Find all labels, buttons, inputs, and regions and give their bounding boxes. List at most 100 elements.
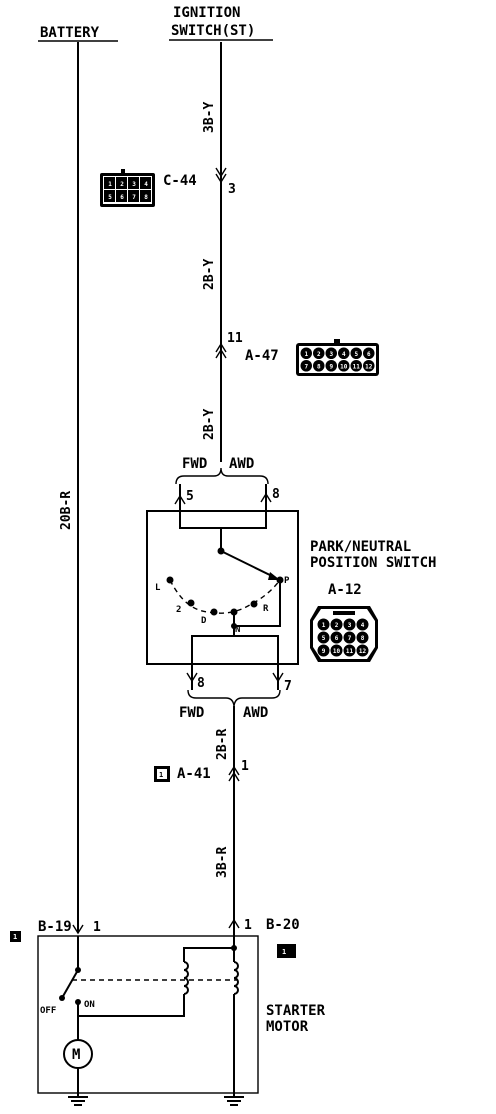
position-r: R [263,604,269,614]
a12-label: A-12 [328,582,362,598]
b19-terminal [72,924,84,935]
b19-connector-icon [10,931,21,942]
position-n: N [235,625,240,635]
a47-pin-cell [350,360,362,372]
a47-pin-cell [338,347,350,359]
b20-pin: 1 [244,918,252,933]
park-neutral-switch-box [146,510,299,665]
a47-terminal [215,342,227,359]
a12-pin-number: 5 [322,635,326,642]
top-fwd-label: FWD [182,456,207,472]
b20-label: B-20 [266,917,300,933]
c44-pin-number: 4 [144,181,148,188]
a12-pin-cell [356,644,369,657]
a41-connector-icon: 1 [154,766,170,782]
hold-coil [183,961,189,995]
a12-pin-number: 1 [322,622,326,629]
off-label: OFF [40,1006,56,1016]
switch-top-pin-fwd: 5 [186,489,194,504]
a47-pin-cell [363,347,375,359]
position-l: L [155,583,161,593]
ground-icon-coil [224,1092,244,1106]
c44-pin-number: 6 [120,194,124,201]
a12-pin-cell [330,631,343,644]
switch-title-line1: PARK/NEUTRAL [310,539,411,555]
on-label: ON [84,1000,95,1010]
a12-pin-number: 10 [333,648,341,655]
c44-pin-number: 7 [132,194,136,201]
b19-pin: 1 [93,920,101,935]
a47-pin-cell [325,347,337,359]
a47-pin-number: 3 [329,351,333,358]
a12-pin-number: 9 [322,648,326,655]
a12-pin-number: 8 [361,635,365,642]
a12-pin-number: 2 [335,622,339,629]
a12-pin-cell [317,644,330,657]
starter-label-line2: MOTOR [266,1019,309,1035]
c44-pin-cell [104,190,115,202]
bottom-fwd-label: FWD [179,705,204,721]
a47-pin-cell [313,347,325,359]
switch-pin-8-bottom-terminal [186,672,198,683]
a41-pin: 1 [241,759,249,774]
c44-pin-number: 5 [108,194,112,201]
ignition-label-line1: IGNITION [173,5,240,21]
a47-label: A-47 [245,348,279,364]
ground-icon-motor [68,1092,88,1106]
a12-pin-cell [330,644,343,657]
solenoid-contact [61,969,79,999]
a47-pin-cell [350,347,362,359]
bottom-brace [187,689,281,707]
a47-pin-number: 5 [354,351,358,358]
c44-pin-cell [140,190,151,202]
a47-pin-cell [300,347,312,359]
a12-pin-cell [356,631,369,644]
starter-motor-box [37,935,259,1094]
a47-pin-cell [313,360,325,372]
a12-pin-number: 7 [348,635,352,642]
position-d: D [201,616,207,626]
a12-pin-number: 11 [346,648,354,655]
b20-connector-icon [277,944,296,958]
a47-pin-cell [300,360,312,372]
starter-wire-label: 3B-R [215,847,230,878]
a12-pin-cell [317,618,330,631]
switch-bottom-pin-awd: 7 [284,679,292,694]
b20-terminal [228,918,240,929]
svg-text:1: 1 [282,948,286,956]
switch-pin-8-terminal [260,492,272,503]
battery-label: BATTERY [40,25,100,41]
motor-label: M [72,1047,80,1063]
svg-text:1: 1 [13,933,17,941]
ignition-wire-label-1: 3B-Y [202,102,217,133]
switch-pin-7-bottom-terminal [272,672,284,683]
a47-pin-number: 4 [342,351,346,358]
c44-pin-cell [128,177,139,189]
position-p: P [284,576,290,586]
top-brace [175,467,269,485]
svg-text:1: 1 [159,771,163,779]
a47-pin-cell [325,360,337,372]
a12-pin-cell [356,618,369,631]
pull-coil [233,961,239,995]
switch-top-pin-awd: 8 [272,487,280,502]
a41-label: A-41 [177,766,211,782]
a47-pin-number: 1 [304,351,308,358]
ignition-wire-label-3: 2B-Y [202,409,217,440]
a12-pin-cell [343,631,356,644]
c44-pin: 3 [228,182,236,197]
a12-pin-number: 12 [359,648,367,655]
c44-pin-cell [116,177,127,189]
switch-contact-arm [220,550,277,579]
switch-pin-5-terminal [174,494,186,505]
a47-pin-number: 8 [317,363,321,370]
a12-pin-cell [343,618,356,631]
c44-pin-number: 2 [120,181,124,188]
c44-pin-cell [140,177,151,189]
b19-label: B-19 [38,919,72,935]
a47-pin-number: 2 [317,351,321,358]
